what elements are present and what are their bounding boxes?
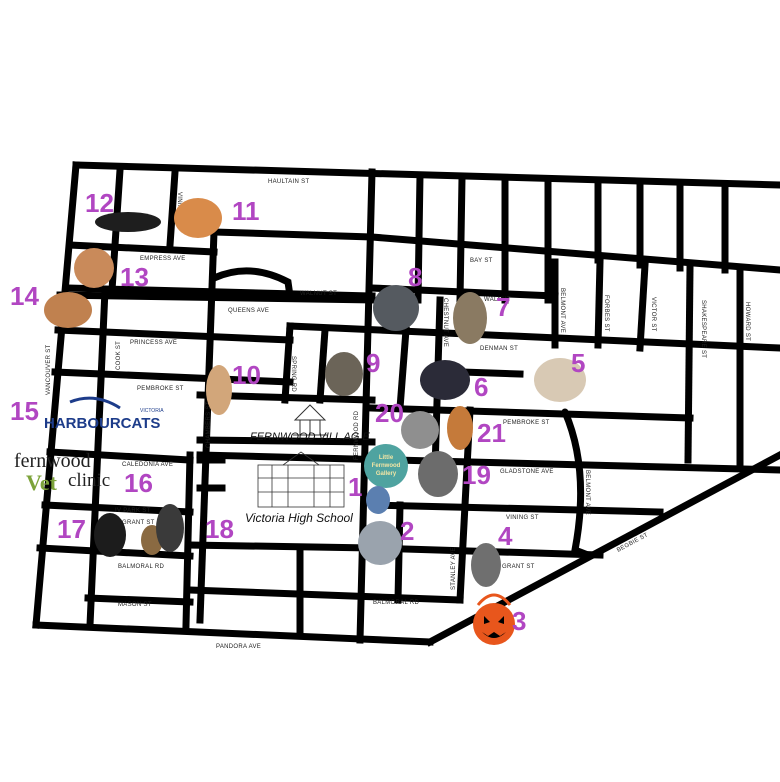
street-label-vancouver: VANCOUVER ST — [46, 344, 52, 395]
street-label-mason: MASON ST — [118, 602, 152, 608]
street-label-spring: SPRING RD — [290, 356, 296, 392]
street-label-walnut: WALNUT ST — [300, 291, 337, 297]
marker-6: 6 — [474, 372, 488, 402]
marker-numbers: 1 2 3 4 5 6 7 8 9 10 11 12 13 14 15 16 1… — [10, 188, 585, 636]
street-label-chambers: CHAMBERS ST — [206, 401, 212, 448]
marker-3: 3 — [512, 606, 526, 636]
cat-photo-icon — [418, 451, 458, 497]
marker-19: 19 — [462, 460, 491, 490]
street-label-bay: BAY ST — [470, 258, 493, 264]
vet-logo-fernwood: fernwood — [14, 450, 91, 472]
cat-photo-icon — [420, 360, 470, 400]
marker-5: 5 — [571, 348, 585, 378]
street-label-stanley: STANLEY AVE — [451, 547, 457, 590]
street-label-howard: HOWARD ST — [744, 302, 750, 341]
fernwood-village: FERNWOOD VILL AG E — [250, 404, 370, 443]
marker-18: 18 — [205, 514, 234, 544]
gazebo-icon — [293, 404, 327, 436]
victoria-high-school: Victoria High School — [245, 451, 353, 525]
harbourcats-logo: VICTORIA HARBOURCATS — [44, 396, 164, 432]
marker-21: 21 — [477, 418, 506, 448]
cat-photo-icon — [174, 198, 222, 238]
gallery-label-1: Little — [379, 455, 394, 461]
marker-9: 9 — [366, 348, 380, 378]
harbourcats-small: VICTORIA — [140, 408, 164, 414]
street-label-caledonia: CALEDONIA AVE — [122, 462, 173, 468]
marker-7: 7 — [496, 292, 510, 322]
cat-photo-icon — [94, 513, 126, 557]
street-label-chestnut: CHESTNUT AVE — [442, 298, 448, 347]
harbourcats-name: HARBOURCATS — [44, 415, 160, 432]
street-label-empress: EMPRESS AVE — [140, 256, 186, 262]
marker-16: 16 — [124, 468, 153, 498]
gallery-label-2: Fernwood — [372, 463, 401, 469]
vet-logo-clinic: clinic — [68, 470, 110, 491]
pumpkin-bucket-icon — [473, 593, 515, 645]
marker-20: 20 — [375, 398, 404, 428]
street-label-gladstone: GLADSTONE AVE — [500, 469, 554, 475]
marker-4: 4 — [498, 521, 513, 551]
cat-photo-icon — [95, 212, 161, 232]
street-label-denman: DENMAN ST — [480, 346, 518, 352]
little-fernwood-gallery: Little Fernwood Gallery — [364, 444, 408, 488]
cat-photo-icon — [373, 285, 419, 331]
marker-2: 2 — [400, 516, 414, 546]
cat-photo-icon — [401, 411, 439, 449]
village-label: FERNWOOD VILL AG E — [250, 431, 370, 443]
marker-17: 17 — [57, 514, 86, 544]
street-label-grant-east: GRANT ST — [502, 564, 535, 570]
street-label-ivy-park: IV PARK ST — [115, 508, 151, 514]
school-building-icon — [257, 451, 345, 508]
street-label-pandora: PANDORA AVE — [216, 644, 261, 650]
marker-14: 14 — [10, 281, 39, 311]
vet-logo-vet: Vet — [26, 470, 58, 495]
street-label-cook: COOK ST — [116, 341, 122, 370]
street-label-victor: VICTOR ST — [650, 297, 656, 332]
marker-13: 13 — [120, 262, 149, 292]
street-label-belmont-south: BELMONT AVE — [584, 470, 590, 515]
marker-10: 10 — [232, 360, 261, 390]
street-label-vining: VINING ST — [506, 515, 539, 521]
cat-photo-icon — [453, 292, 487, 344]
cat-photo-icon — [325, 352, 363, 396]
cat-photo-icon — [358, 521, 402, 565]
marker-12: 12 — [85, 188, 114, 218]
marker-8: 8 — [408, 262, 422, 292]
marker-1: 1 — [348, 472, 362, 502]
street-label-balmoral-west: BALMORAL RD — [118, 564, 164, 570]
cat-photo-icon — [366, 486, 390, 514]
street-label-queens: QUEENS AVE — [228, 308, 269, 314]
cat-photo-icon — [471, 543, 501, 587]
cat-photo-icon — [74, 248, 114, 288]
cat-photos — [44, 198, 586, 645]
cat-photo-icon — [447, 406, 473, 450]
fernwood-vet-clinic-logo: fernwood Vet clinic — [14, 450, 110, 495]
street-label-fernwood: FERNWOOD RD — [354, 410, 360, 460]
gallery-label-3: Gallery — [376, 471, 397, 477]
school-label: Victoria High School — [245, 511, 353, 525]
marker-15: 15 — [10, 396, 39, 426]
cat-photo-icon — [44, 292, 92, 328]
street-label-balmoral-mid: BALMORAL RD — [373, 600, 419, 606]
street-label-belmont: BELMONT AVE — [559, 288, 565, 333]
street-label-pembroke-west: PEMBROKE ST — [137, 386, 184, 392]
road-network — [32, 161, 780, 647]
cat-photo-icon — [156, 504, 184, 552]
street-label-grant-west: GRANT ST — [122, 520, 155, 526]
cat-photo-icon — [206, 365, 232, 415]
street-label-princess: PRINCESS AVE — [130, 340, 177, 346]
marker-11: 11 — [232, 196, 260, 226]
street-label-forbes: FORBES ST — [603, 295, 609, 332]
cat-photo-icon — [534, 358, 586, 402]
street-label-shakespeare: SHAKESPEARE ST — [700, 300, 706, 358]
street-label-pembroke-east: PEMBROKE ST — [503, 420, 550, 426]
street-label-walnut-east: WALNUT — [484, 297, 511, 303]
street-label-haultain: HAULTAIN ST — [268, 179, 309, 185]
